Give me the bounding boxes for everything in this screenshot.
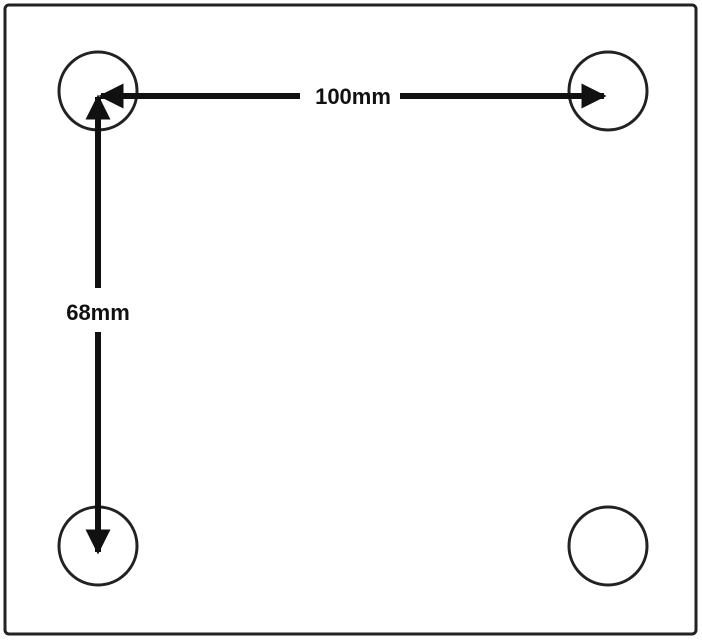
plate-outline [3,3,698,636]
hole-top-right [567,50,649,132]
hole-bottom-right [567,505,649,587]
vertical-dimension-label: 68mm [66,300,130,325]
horizontal-dimension-label: 100mm [315,84,391,109]
